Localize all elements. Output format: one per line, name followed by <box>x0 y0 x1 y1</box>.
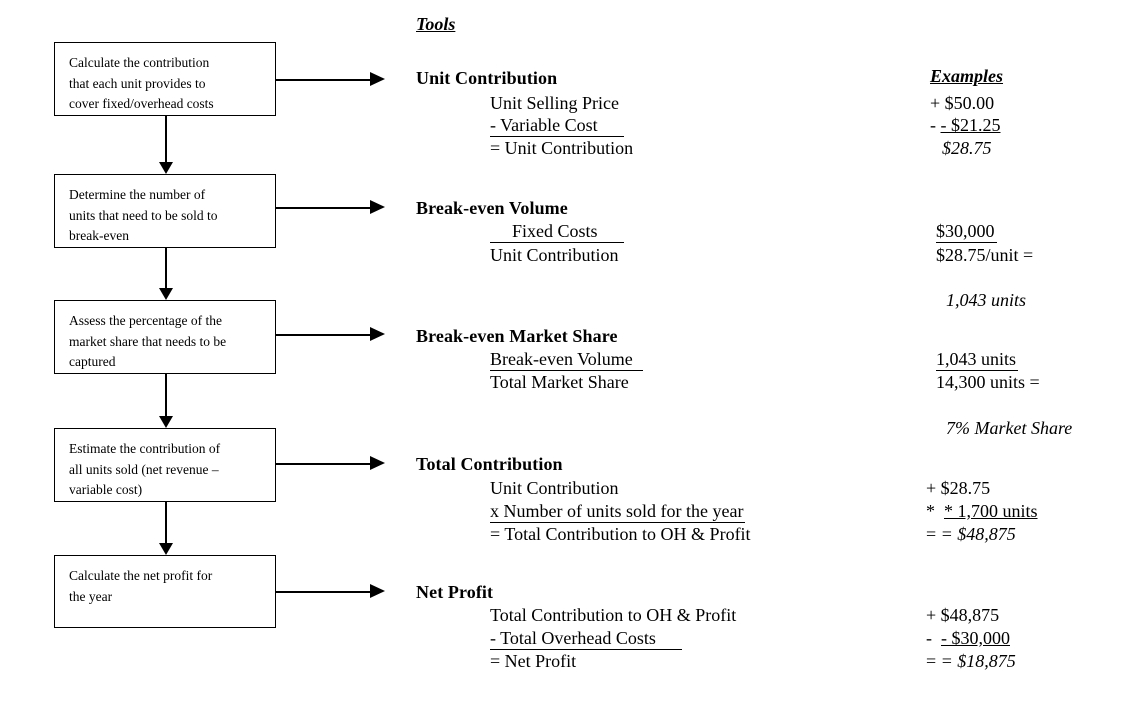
flow-box-line: break-even <box>69 228 129 244</box>
flow-box-line: Assess the percentage of the <box>69 313 222 328</box>
flow-box-line: units that need to be sold to <box>69 207 218 223</box>
tool-example-line: = = $18,875 <box>926 651 1016 671</box>
tool-example-result: 7% Market Share <box>946 418 1073 438</box>
tool-example-line: - - $30,000 <box>926 628 1010 648</box>
tool-formula-line: Unit Contribution <box>490 478 619 498</box>
tool-heading-breakeven-volume: Break-even Volume <box>416 198 568 218</box>
flow-box-line: the year <box>69 588 113 604</box>
tool-formula-line: - Total Overhead Costs <box>490 628 682 650</box>
tool-example-line: + $50.00 <box>930 93 995 113</box>
tool-formula-line: - Variable Cost <box>490 115 624 137</box>
flow-box-line: Estimate the contribution of <box>69 441 221 456</box>
flow-box-calculate-net-profit: Calculate the net profit for the year <box>54 555 276 628</box>
tool-example-line: $28.75/unit = <box>936 245 1034 265</box>
tool-example-text: - $21.25 <box>940 115 1001 135</box>
flow-box-estimate-total-contribution: Estimate the contribution of all units s… <box>54 428 276 502</box>
tool-formula-text: Fixed Costs <box>490 221 624 243</box>
tool-example-result: 1,043 units <box>946 290 1027 310</box>
flow-box-line: Determine the number of <box>69 187 206 202</box>
flow-box-line: that each unit provides to <box>69 75 206 91</box>
tool-heading-net-profit: Net Profit <box>416 582 494 602</box>
tool-formula-line: Unit Selling Price <box>490 93 619 113</box>
tool-formula-text: - Total Overhead Costs <box>490 628 682 650</box>
flow-box-line: variable cost) <box>69 482 143 498</box>
tool-example-result: = $48,875 <box>940 524 1016 544</box>
tool-formula-line: = Total Contribution to OH & Profit <box>490 524 751 544</box>
tool-heading-unit-contribution: Unit Contribution <box>416 68 558 88</box>
tool-example-result: $28.75 <box>942 138 992 158</box>
tool-formula-line: Unit Contribution <box>490 245 619 265</box>
tools-column-heading: Tools <box>416 14 456 34</box>
flow-box-assess-market-share: Assess the percentage of the market shar… <box>54 300 276 374</box>
tool-example-line: $30,000 <box>936 221 997 243</box>
tool-heading-breakeven-market-share: Break-even Market Share <box>416 326 618 346</box>
tool-example-text: * 1,700 units <box>944 501 1038 521</box>
flow-box-line: Calculate the contribution <box>69 55 210 70</box>
tool-formula-text: Break-even Volume <box>490 349 643 371</box>
tool-formula-line: Total Market Share <box>490 372 629 392</box>
tool-example-line: 1,043 units <box>936 349 1019 371</box>
flow-box-line: market share that needs to be <box>69 333 227 349</box>
tool-example-text: $30,000 <box>936 221 997 243</box>
tool-example-line: * * 1,700 units <box>926 501 1038 521</box>
tool-formula-text: x Number of units sold for the year <box>490 501 746 523</box>
flow-box-line: captured <box>69 354 116 370</box>
tool-formula-line: Fixed Costs <box>490 221 624 243</box>
flow-box-determine-breakeven-units: Determine the number of units that need … <box>54 174 276 248</box>
tool-formula-line: = Unit Contribution <box>490 138 634 158</box>
tool-formula-line: Break-even Volume <box>490 349 643 371</box>
flow-box-line: Calculate the net profit for <box>69 568 213 583</box>
tool-example-result: = $18,875 <box>940 651 1016 671</box>
tool-formula-line: Total Contribution to OH & Profit <box>490 605 737 625</box>
flow-box-calculate-unit-contribution: Calculate the contribution that each uni… <box>54 42 276 116</box>
flow-box-line: cover fixed/overhead costs <box>69 96 214 112</box>
tool-formula-line: = Net Profit <box>490 651 577 671</box>
tool-example-text: 1,043 units <box>936 349 1019 371</box>
tool-heading-total-contribution: Total Contribution <box>416 454 563 474</box>
tool-example-line: = = $48,875 <box>926 524 1016 544</box>
tool-example-line: + $28.75 <box>926 478 991 498</box>
tool-formula-line: x Number of units sold for the year <box>490 501 746 523</box>
tool-example-line: + $48,875 <box>926 605 1000 625</box>
tool-example-line: - - $21.25 <box>930 115 1001 135</box>
tool-example-text: - $30,000 <box>941 628 1010 648</box>
flow-box-line: all units sold (net revenue – <box>69 461 219 477</box>
tool-example-line: 14,300 units = <box>936 372 1040 392</box>
tool-formula-text: - Variable Cost <box>490 115 624 137</box>
examples-column-heading: Examples <box>930 66 1004 86</box>
